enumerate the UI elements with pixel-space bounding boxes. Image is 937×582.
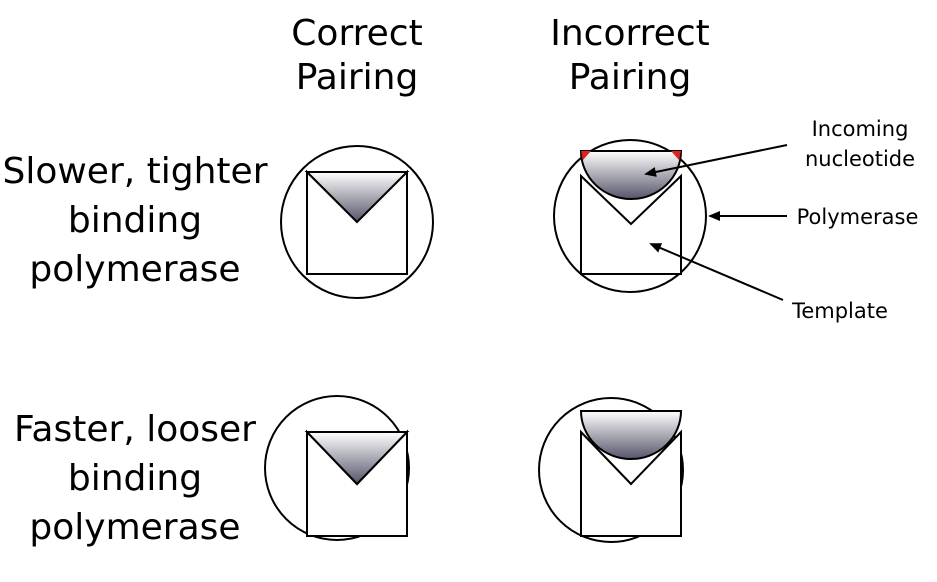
header-incorrect-line2: Pairing	[568, 57, 692, 98]
row-faster-line1: Faster, looser	[14, 409, 256, 450]
clash-highlight-left	[581, 151, 591, 160]
annotation-template: Template	[792, 299, 888, 323]
polymerase-circle	[553, 139, 707, 293]
annotation-polymerase: Polymerase	[796, 205, 919, 229]
clash-highlight-right	[671, 151, 681, 160]
header-correct-line2: Pairing	[295, 57, 419, 98]
annotation-incoming-line1: Incoming	[811, 117, 909, 141]
row-faster-line3: polymerase	[29, 507, 241, 548]
row-label-slower: Slower, tighter binding polymerase	[0, 147, 270, 294]
row-label-faster: Faster, looser binding polymerase	[0, 405, 270, 552]
panel-correct-faster	[264, 395, 410, 541]
polymerase-circle	[264, 395, 410, 541]
panel-correct-slower	[280, 145, 434, 299]
nucleotide-triangle	[304, 431, 410, 486]
nucleotide-semicircle	[579, 410, 683, 460]
header-incorrect-line1: Incorrect	[550, 13, 710, 54]
arrow-template	[649, 243, 784, 301]
header-correct-pairing: Correct Pairing	[247, 12, 467, 100]
panel-incorrect-faster	[538, 397, 684, 543]
row-slower-line2: binding	[67, 200, 203, 241]
arrow-incoming-nucleotide	[644, 144, 788, 177]
header-correct-line1: Correct	[291, 13, 423, 54]
polymerase-circle	[280, 145, 434, 299]
row-slower-line1: Slower, tighter	[2, 151, 268, 192]
row-faster-line2: binding	[67, 458, 203, 499]
polymerase-circle	[538, 397, 684, 543]
header-incorrect-pairing: Incorrect Pairing	[520, 12, 740, 100]
panel-incorrect-slower	[553, 139, 707, 293]
template-shape	[580, 429, 682, 537]
annotation-incoming-line2: nucleotide	[804, 147, 916, 171]
annotation-incoming-nucleotide: Incoming nucleotide	[795, 114, 925, 174]
row-slower-line3: polymerase	[29, 249, 241, 290]
nucleotide-triangle	[304, 171, 410, 224]
